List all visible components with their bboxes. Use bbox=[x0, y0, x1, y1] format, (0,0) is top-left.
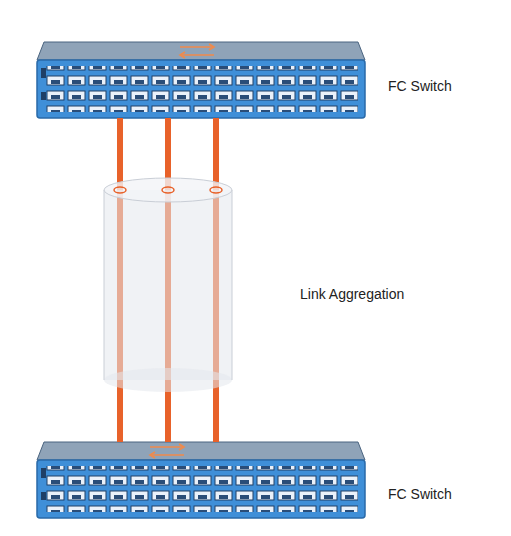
node-label: FC Switch bbox=[388, 78, 452, 94]
fc-switch: FC Switch bbox=[37, 42, 365, 118]
aggregation-group: Link Aggregation bbox=[104, 180, 232, 390]
node-label: Link Aggregation bbox=[300, 286, 404, 302]
fc-switch: FC Switch bbox=[37, 442, 365, 522]
node-label: FC Switch bbox=[388, 486, 452, 502]
